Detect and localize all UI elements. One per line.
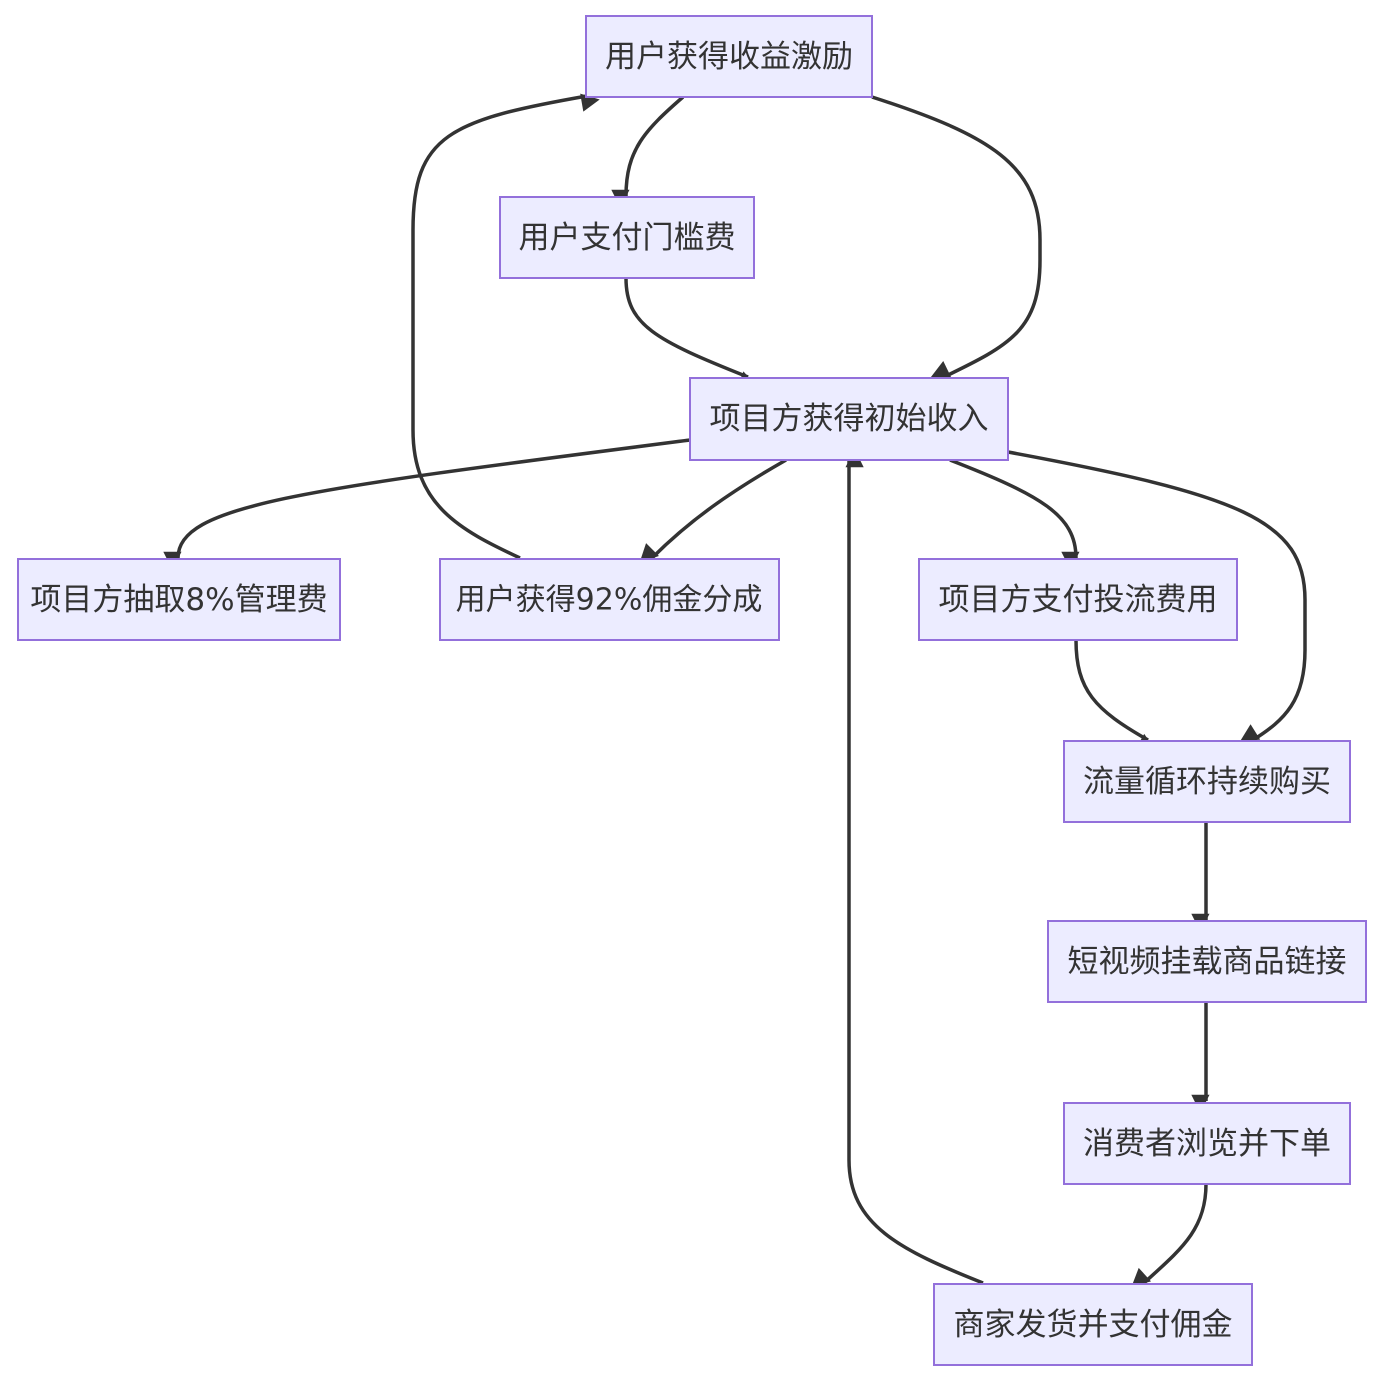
edge-initial-income-to-commission-split [639, 458, 787, 563]
node-mgmt-fee: 项目方抽取8%管理费 [17, 558, 341, 641]
node-reward-label: 用户获得收益激励 [605, 39, 853, 75]
node-mgmt-fee-label: 项目方抽取8%管理费 [30, 582, 327, 618]
node-reward: 用户获得收益激励 [585, 15, 873, 98]
edge-initial-income-to-ad-spend [949, 458, 1080, 570]
node-merchant-pay-label: 商家发货并支付佣金 [954, 1307, 1233, 1343]
node-ad-spend-label: 项目方支付投流费用 [939, 582, 1218, 618]
node-traffic-loop: 流量循环持续购买 [1063, 740, 1351, 823]
node-commission-split: 用户获得92%佣金分成 [439, 558, 780, 641]
node-ad-spend: 项目方支付投流费用 [918, 558, 1238, 641]
edge-commission-split-to-reward [411, 93, 600, 560]
node-initial-income-label: 项目方获得初始收入 [710, 401, 989, 437]
edge-reward-to-initial-income [871, 95, 1042, 379]
edge-initial-income-to-traffic-loop [1007, 450, 1307, 742]
edge-entry-fee-to-initial-income [624, 277, 757, 389]
node-traffic-loop-label: 流量循环持续购买 [1083, 764, 1331, 800]
edge-reward-to-entry-fee [611, 95, 685, 208]
edge-merchant-pay-to-initial-income [845, 449, 984, 1285]
node-commission-split-label: 用户获得92%佣金分成 [456, 583, 763, 618]
node-entry-fee-label: 用户支付门槛费 [519, 220, 736, 256]
node-merchant-pay: 商家发货并支付佣金 [933, 1283, 1253, 1366]
node-video-links-label: 短视频挂载商品链接 [1068, 944, 1347, 980]
edge-ad-spend-to-traffic-loop [1074, 639, 1156, 751]
node-consumer-order-label: 消费者浏览并下单 [1083, 1126, 1331, 1162]
node-video-links: 短视频挂载商品链接 [1047, 920, 1367, 1003]
node-consumer-order: 消费者浏览并下单 [1063, 1102, 1351, 1185]
edges [163, 93, 1307, 1287]
edge-consumer-order-to-merchant-pay [1131, 1183, 1208, 1287]
node-entry-fee: 用户支付门槛费 [499, 196, 755, 279]
node-initial-income: 项目方获得初始收入 [689, 377, 1009, 461]
edge-initial-income-to-mgmt-fee [163, 438, 691, 570]
